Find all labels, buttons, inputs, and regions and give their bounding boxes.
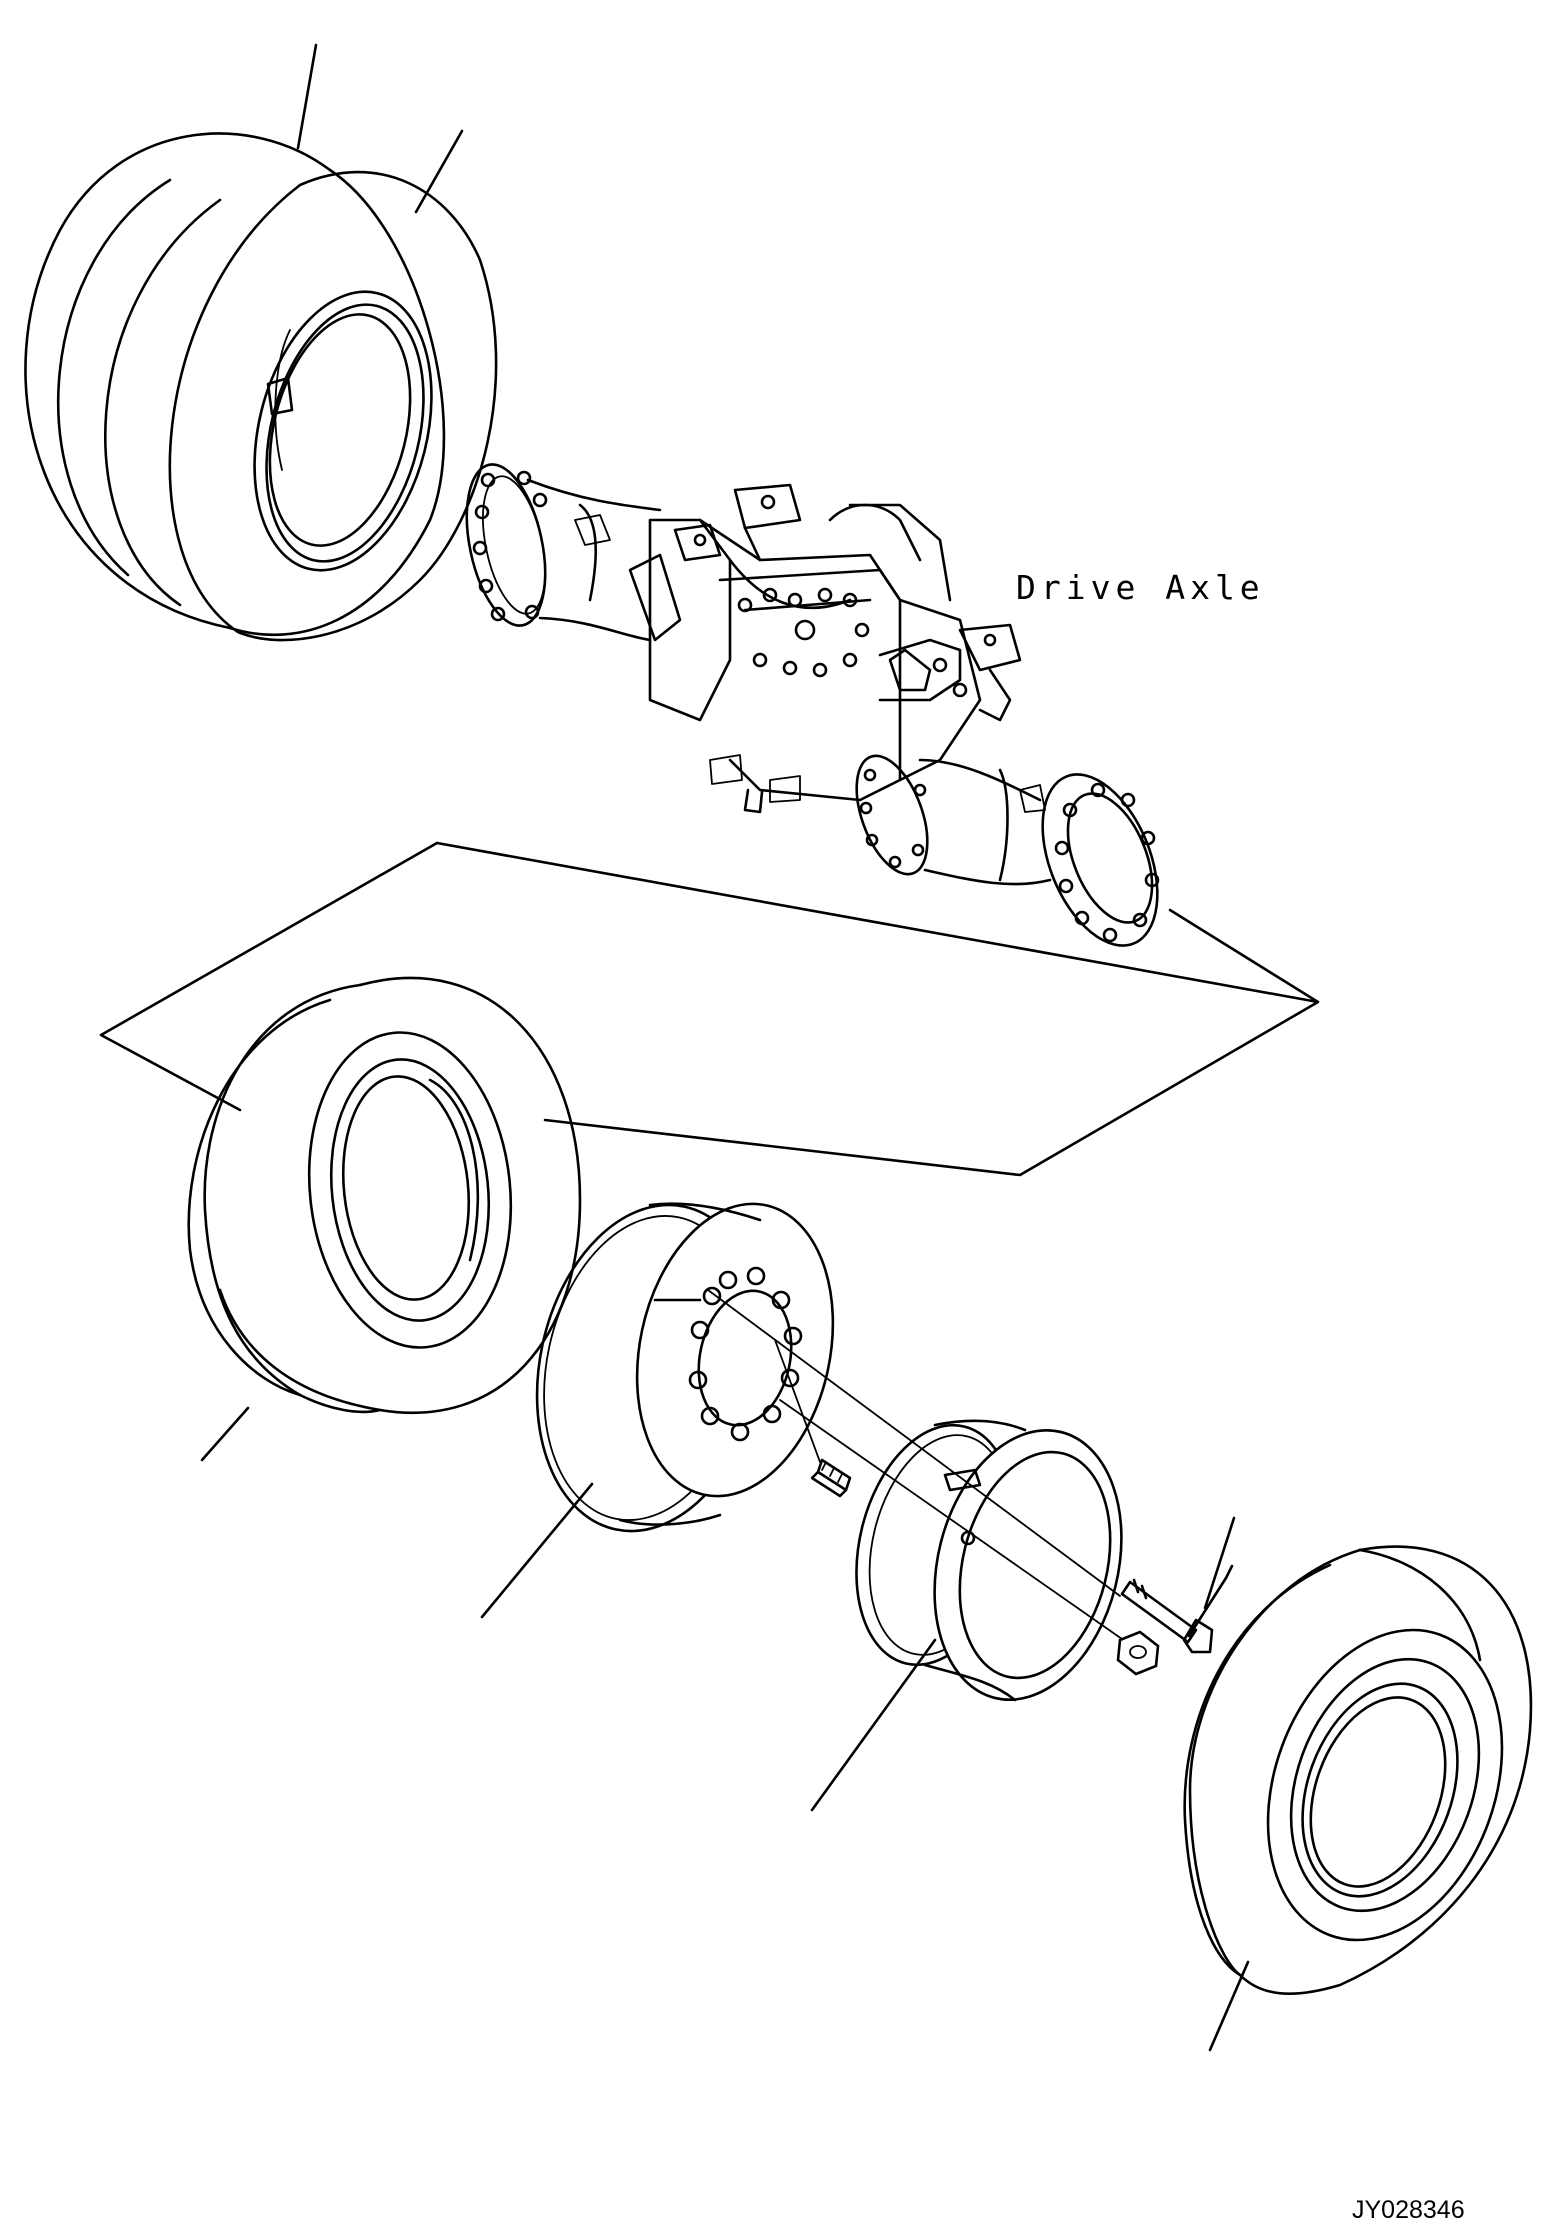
bolt-leader-line xyxy=(1187,1576,1228,1638)
rim-leader-line xyxy=(480,1482,594,1619)
lower-left-tire xyxy=(187,976,582,1462)
lower-right-tire xyxy=(1183,1545,1533,2052)
rim-bolt xyxy=(707,1289,1236,1654)
valve-stem xyxy=(774,1339,852,1498)
tire-leader-line xyxy=(1208,1960,1250,2052)
tire-leader-line xyxy=(200,1406,250,1462)
assembly-outline xyxy=(99,841,1320,1177)
tire-leader-line xyxy=(414,129,464,214)
drive-axle-label: Drive Axle xyxy=(1016,568,1265,607)
upper-tire-assembly xyxy=(24,43,498,642)
rim-nut xyxy=(779,1399,1160,1676)
drive-axle-housing xyxy=(465,463,1160,947)
outer-rim xyxy=(480,1202,835,1619)
inner-rim xyxy=(810,1419,1123,1812)
tire-leader-line xyxy=(296,43,318,150)
drawing-code: JY028346 xyxy=(1352,2196,1465,2224)
rim-leader-line xyxy=(810,1638,937,1812)
